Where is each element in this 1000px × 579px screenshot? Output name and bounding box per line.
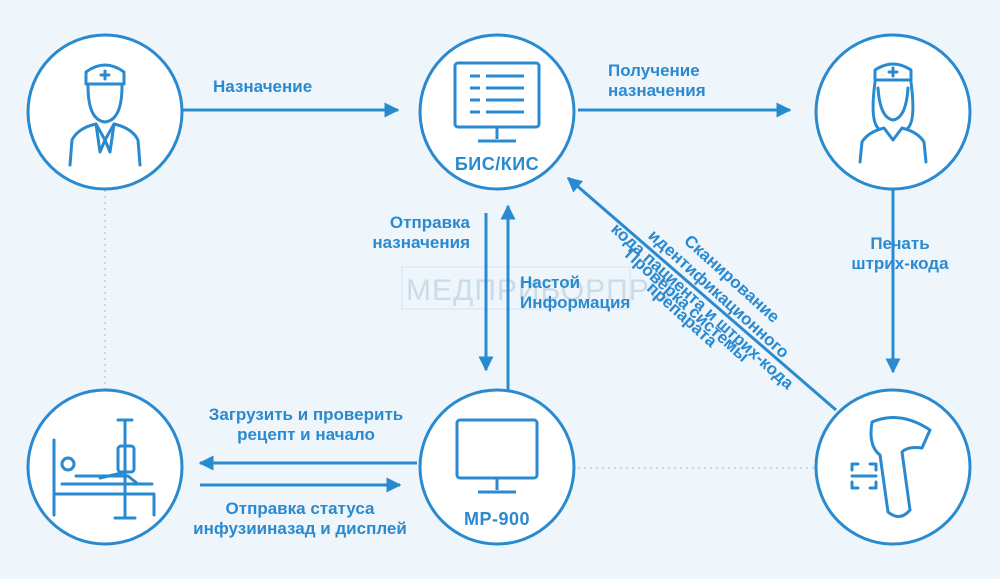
monitor-document-icon xyxy=(453,61,541,143)
watermark: МЕДПРИБОРПРО xyxy=(406,274,673,307)
label-load-1: Загрузить и проверить xyxy=(209,405,403,424)
pump-label: MP-900 xyxy=(464,509,530,529)
node-his: БИС/КИС xyxy=(418,33,576,191)
arrow-scan xyxy=(566,176,837,412)
node-scanner xyxy=(814,388,972,546)
label-receive-2: назначения xyxy=(608,81,706,100)
doctor-icon xyxy=(68,63,142,167)
node-nurse xyxy=(814,33,972,191)
nurse-icon xyxy=(858,62,928,164)
node-patient xyxy=(26,388,184,546)
node-pump: MP-900 xyxy=(418,388,576,546)
label-status-2: инфузииназад и дисплей xyxy=(193,519,407,538)
watermark-box xyxy=(401,266,631,310)
label-print-1: Печать xyxy=(870,234,929,253)
barcode-scanner-icon xyxy=(850,416,932,518)
label-print-2: штрих-кода xyxy=(851,254,949,273)
label-status-1: Отправка статуса xyxy=(226,499,375,518)
his-label: БИС/КИС xyxy=(455,154,539,174)
label-settings-1: Настой xyxy=(520,273,580,292)
label-assignment: Назначение xyxy=(213,77,312,96)
label-load-2: рецепт и начало xyxy=(237,425,375,444)
label-send-assignment-1: Отправка xyxy=(390,213,471,232)
node-doctor xyxy=(26,33,184,191)
label-send-assignment-2: назначения xyxy=(372,233,470,252)
patient-bed-icon xyxy=(52,418,156,520)
label-receive-1: Получение xyxy=(608,61,700,80)
label-settings-2: Информация xyxy=(520,293,630,312)
monitor-icon xyxy=(455,418,539,494)
